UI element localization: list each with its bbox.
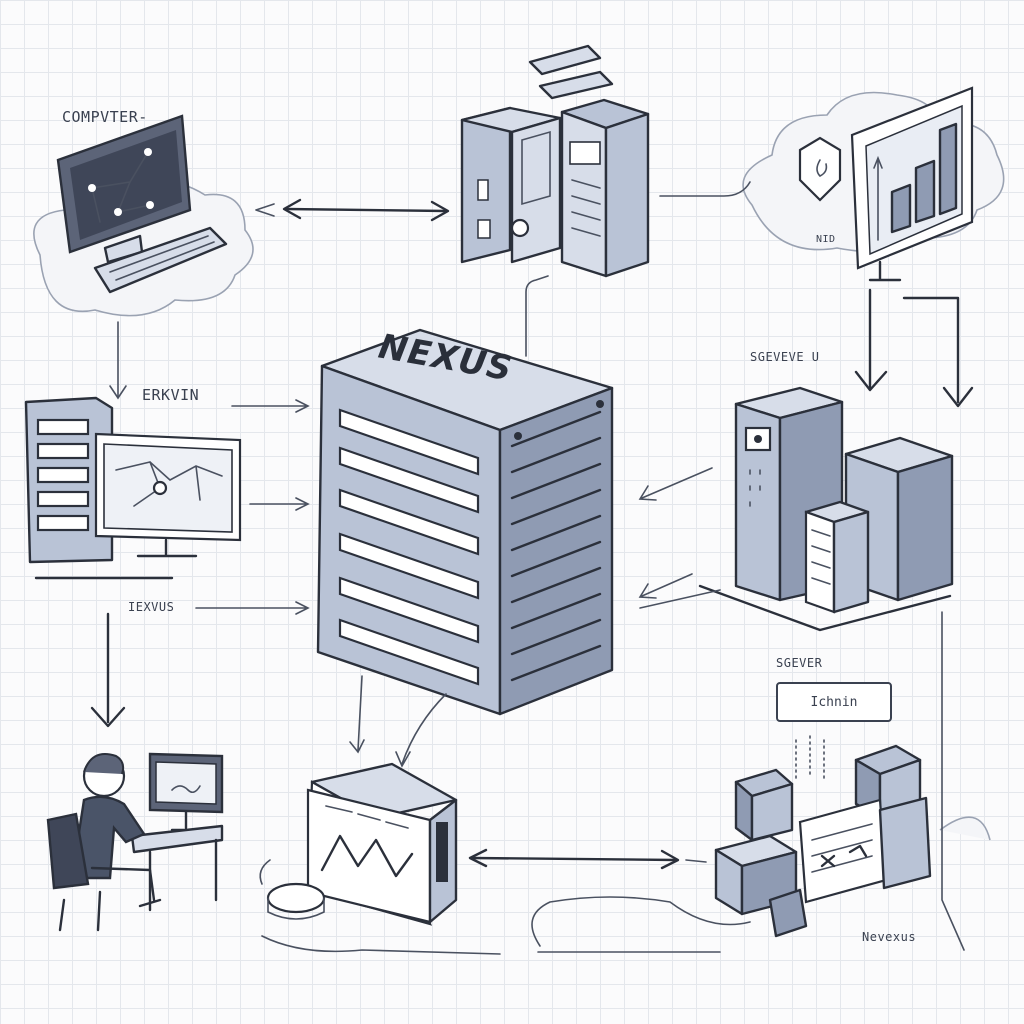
person-at-desk [46, 752, 224, 932]
right-server-cluster [698, 386, 954, 632]
connectors [90, 181, 974, 955]
cloud-tag-label: NID [816, 234, 836, 245]
computer-node [33, 114, 254, 317]
nexus-bottom-label: Nevexus [862, 930, 917, 944]
bottom-monitor-box [266, 762, 458, 926]
ichnin-label: Ichnin [810, 694, 858, 710]
nexus-tower [316, 328, 614, 716]
top-server-pair [460, 44, 650, 278]
cloud-monitor-node [742, 86, 1005, 282]
sgever-label: SGEVER [776, 656, 823, 670]
sgeveve-label: SGEVEVE U [750, 350, 820, 364]
left-workstation [24, 396, 242, 580]
computer-label: COMPVTER- [62, 108, 148, 126]
iexvus-label: IEXVUS [128, 600, 175, 614]
bottom-right-stack [714, 735, 991, 938]
erkvin-label: ERKVIN [142, 386, 200, 404]
ichnin-speech-bubble: Ichnin [776, 682, 892, 722]
